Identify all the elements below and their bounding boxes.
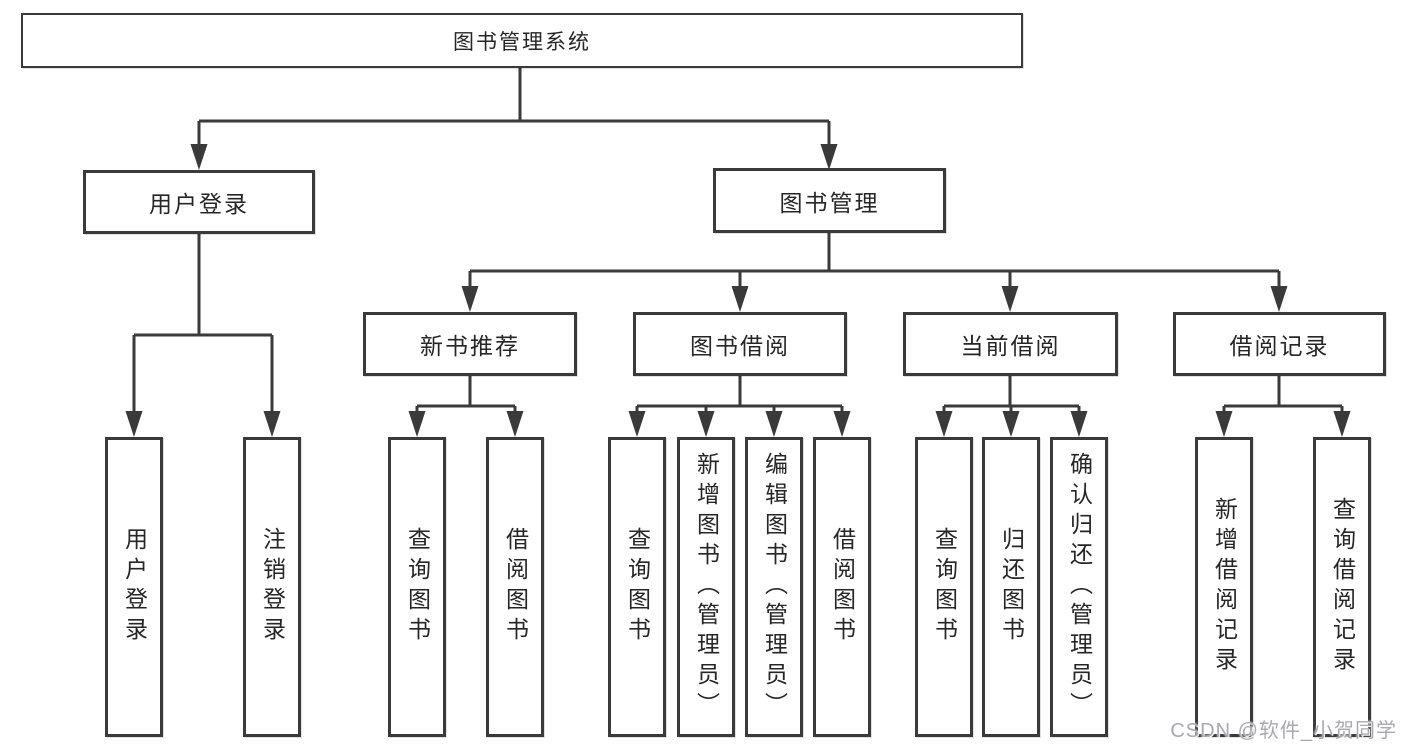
node-label: 查询图书 (404, 527, 431, 647)
node-leaf-query-book-2: 查询图书 (608, 437, 666, 737)
arrowhead-icon (408, 411, 426, 437)
node-root: 图书管理系统 (21, 13, 1023, 68)
arrowhead-icon (263, 411, 281, 437)
arrowhead-icon (461, 286, 479, 312)
node-label: 借阅图书 (829, 527, 856, 647)
arrowhead-icon (190, 144, 208, 170)
arrowhead-icon (125, 411, 143, 437)
node-leaf-borrow-book-2: 借阅图书 (813, 437, 871, 737)
arrowhead-icon (820, 144, 838, 170)
arrowhead-icon (1215, 411, 1233, 437)
node-current-borrow: 当前借阅 (903, 312, 1118, 376)
arrowhead-icon (765, 411, 783, 437)
node-label: 归还图书 (998, 527, 1025, 647)
arrowhead-icon (1001, 286, 1019, 312)
node-label: 图书管理 (779, 189, 880, 216)
arrowhead-icon (731, 286, 749, 312)
arrowhead-icon (628, 411, 646, 437)
node-label: 图书借阅 (690, 333, 790, 359)
node-label: 编辑图书（管理员） (761, 452, 788, 722)
node-leaf-query-record: 查询借阅记录 (1313, 437, 1371, 737)
node-leaf-logout: 注销登录 (243, 437, 301, 737)
arrowhead-icon (1002, 411, 1020, 437)
node-leaf-add-record: 新增借阅记录 (1195, 437, 1253, 737)
arrowhead-icon (506, 411, 524, 437)
watermark-text: CSDN @软件_小贺同学 (1170, 720, 1397, 742)
arrowhead-icon (1333, 411, 1351, 437)
node-leaf-edit-book: 编辑图书（管理员） (745, 437, 803, 737)
node-leaf-return-book: 归还图书 (982, 437, 1040, 737)
node-book-mgmt: 图书管理 (713, 168, 946, 233)
arrowhead-icon (1270, 286, 1288, 312)
node-label: 用户登录 (149, 191, 249, 217)
node-leaf-borrow-book-1: 借阅图书 (486, 437, 544, 737)
node-leaf-add-book: 新增图书（管理员） (677, 437, 735, 737)
node-label: 注销登录 (259, 527, 286, 647)
node-label: 借阅图书 (502, 527, 529, 647)
node-label: 用户登录 (121, 527, 148, 647)
arrowhead-icon (833, 411, 851, 437)
node-label: 图书管理系统 (453, 30, 591, 54)
node-label: 查询图书 (931, 527, 958, 647)
arrowhead-icon (697, 411, 715, 437)
node-label: 确认归还（管理员） (1066, 452, 1093, 722)
node-label: 新书推荐 (420, 333, 520, 359)
node-borrow-records: 借阅记录 (1173, 312, 1386, 376)
node-label: 新增图书（管理员） (693, 452, 720, 722)
node-user-login: 用户登录 (83, 170, 315, 234)
node-book-borrow: 图书借阅 (633, 312, 847, 376)
node-label: 查询借阅记录 (1329, 497, 1356, 677)
node-leaf-query-book-1: 查询图书 (388, 437, 446, 737)
arrowhead-icon (935, 411, 953, 437)
node-leaf-user-login: 用户登录 (105, 437, 163, 737)
connector-path (132, 68, 1344, 431)
node-label: 新增借阅记录 (1211, 497, 1238, 677)
node-leaf-confirm-return: 确认归还（管理员） (1050, 437, 1108, 737)
node-label: 当前借阅 (960, 333, 1061, 359)
node-label: 借阅记录 (1229, 333, 1330, 359)
node-label: 查询图书 (624, 527, 651, 647)
arrowhead-icon (1070, 411, 1088, 437)
node-new-book-rec: 新书推荐 (363, 312, 577, 376)
node-leaf-query-book-3: 查询图书 (915, 437, 973, 737)
